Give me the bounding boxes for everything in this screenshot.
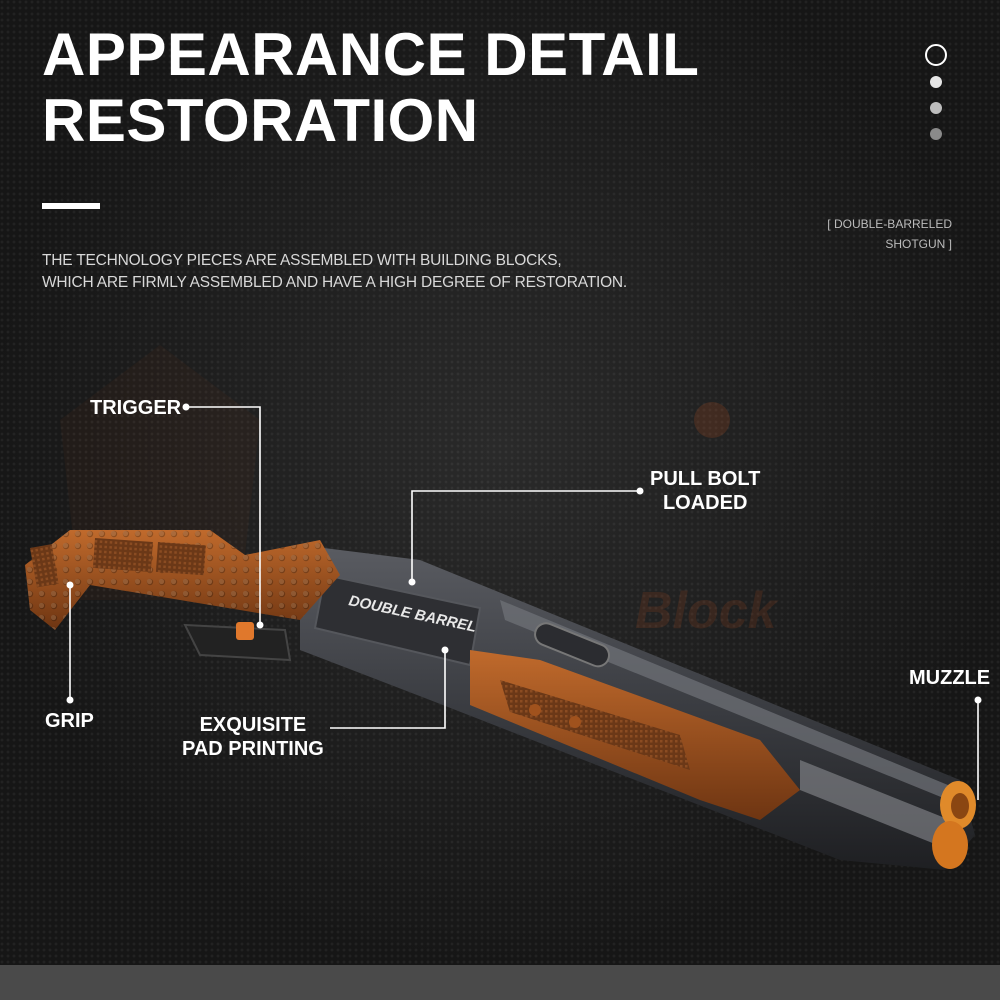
page-title: APPEARANCE DETAIL RESTORATION [42,22,742,154]
pager-dot-1[interactable] [925,44,947,66]
title-line-1: APPEARANCE DETAIL [42,21,700,88]
pager-dot-3[interactable] [930,102,942,114]
pad-printing-label: EXQUISITE PAD PRINTING [182,714,324,760]
slide-pager [922,44,950,154]
forend [470,650,800,820]
product-tag-line-2: SHOTGUN ] [885,237,952,251]
grip-label: GRIP [45,710,94,732]
description-line-2: WHICH ARE FIRMLY ASSEMBLED AND HAVE A HI… [42,274,628,291]
watermark-text: Block [635,582,780,640]
watermark-dot [694,402,730,438]
product-tag-line-1: [ DOUBLE-BARRELED [827,217,952,231]
description: THE TECHNOLOGY PIECES ARE ASSEMBLED WITH… [42,250,682,294]
pager-dot-4[interactable] [930,128,942,140]
trigger-label: TRIGGER [90,397,182,419]
bottom-band [0,965,1000,1000]
muzzle-label: MUZZLE [909,667,991,689]
title-underline [42,203,100,209]
description-line-1: THE TECHNOLOGY PIECES ARE ASSEMBLED WITH… [42,252,562,269]
pager-dot-2[interactable] [930,76,942,88]
stock [25,530,340,630]
muzzle-caps [932,781,976,869]
product-tag: [ DOUBLE-BARRELED SHOTGUN ] [827,214,952,254]
pull-bolt-label: PULL BOLT LOADED [650,468,761,514]
title-line-2: RESTORATION [42,87,479,154]
trigger-assembly [183,622,292,662]
